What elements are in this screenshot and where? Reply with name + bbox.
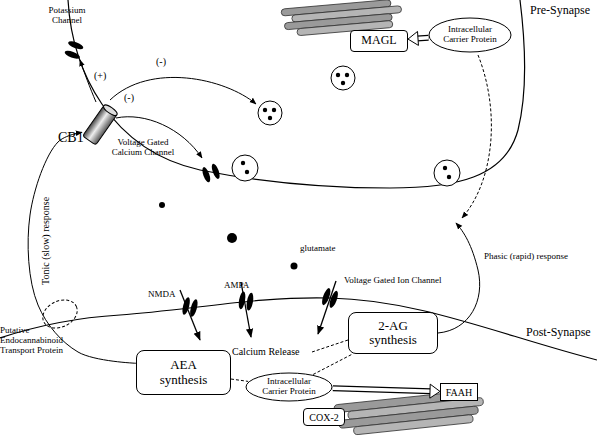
- edge-label: Tonic (slow) response: [40, 197, 51, 285]
- annotation-label: Voltage Gated Calcium Channel: [108, 138, 178, 158]
- vesicle: [331, 66, 355, 90]
- connector: [313, 354, 352, 374]
- annotation-label: (-): [124, 92, 134, 103]
- process-box: MAGL: [350, 30, 408, 52]
- annotation-label: AMPA: [224, 281, 249, 291]
- connector: [408, 31, 428, 45]
- process-box: FAAH: [440, 383, 478, 401]
- glutamate-molecule: [159, 202, 298, 270]
- postsynaptic-membrane: [0, 298, 597, 360]
- potassium-channel-symbol: [64, 40, 85, 61]
- cb1-receptor-symbol: [82, 100, 118, 150]
- node-text: Putative Endocannabinoid Transport Prote…: [0, 326, 74, 356]
- protein-ellipse: Intracellular Carrier Protein: [428, 17, 512, 53]
- annotation-label: (-): [156, 56, 166, 67]
- receptor-node: CB1: [82, 100, 118, 150]
- ion-flow-arrow: [180, 290, 200, 340]
- docked-vesicle: [434, 160, 460, 186]
- cb1-effect-arrow: [110, 77, 256, 104]
- process-box: AEA synthesis: [136, 350, 231, 395]
- connector-layer: [28, 31, 440, 398]
- calcium-channel-symbol: [201, 163, 222, 184]
- annotation-label: Potassium Channel: [42, 6, 92, 26]
- protein-ellipse: Putative Endocannabinoid Transport Prote…: [0, 298, 82, 376]
- node-text: Intracellular Carrier Protein: [437, 25, 503, 45]
- annotation-label: Calcium Release: [232, 346, 299, 357]
- node-text: FAAH: [446, 387, 472, 398]
- ion-flow-arrow: [318, 281, 336, 334]
- ion-flow-arrow: [241, 282, 251, 337]
- connector: [231, 379, 248, 381]
- phasic-response-arrow: [438, 223, 480, 333]
- annotation-label: Voltage Gated Ion Channel: [344, 276, 442, 286]
- node-text: Intracellular Carrier Protein: [256, 377, 322, 397]
- annotation-label: Pre-Synapse: [530, 4, 590, 17]
- protein-ellipse: Intracellular Carrier Protein: [245, 372, 333, 402]
- dashed-leader: [312, 340, 348, 352]
- process-box: 2-AG synthesis: [348, 312, 438, 354]
- vesicle: [258, 101, 282, 125]
- node-text: AEA synthesis: [154, 358, 214, 387]
- connector: [333, 384, 440, 398]
- annotation-label: Post-Synapse: [526, 326, 591, 339]
- annotation-label: glutamate: [300, 244, 336, 254]
- annotation-label: NMDA: [148, 290, 176, 300]
- annotation-label: Phasic (rapid) response: [484, 252, 568, 262]
- presynaptic-membrane: [68, 0, 525, 188]
- node-text: CB1: [58, 130, 84, 145]
- dashed-arrow: [462, 55, 491, 218]
- node-text: COX-2: [309, 412, 338, 423]
- node-text: 2-AG synthesis: [363, 319, 423, 348]
- docked-vesicle: [232, 155, 258, 181]
- cb1-effect-arrow: [80, 60, 96, 102]
- process-box: COX-2: [303, 408, 345, 426]
- node-text: MAGL: [361, 34, 396, 47]
- connector: [28, 132, 136, 363]
- annotation-label: (+): [94, 70, 106, 81]
